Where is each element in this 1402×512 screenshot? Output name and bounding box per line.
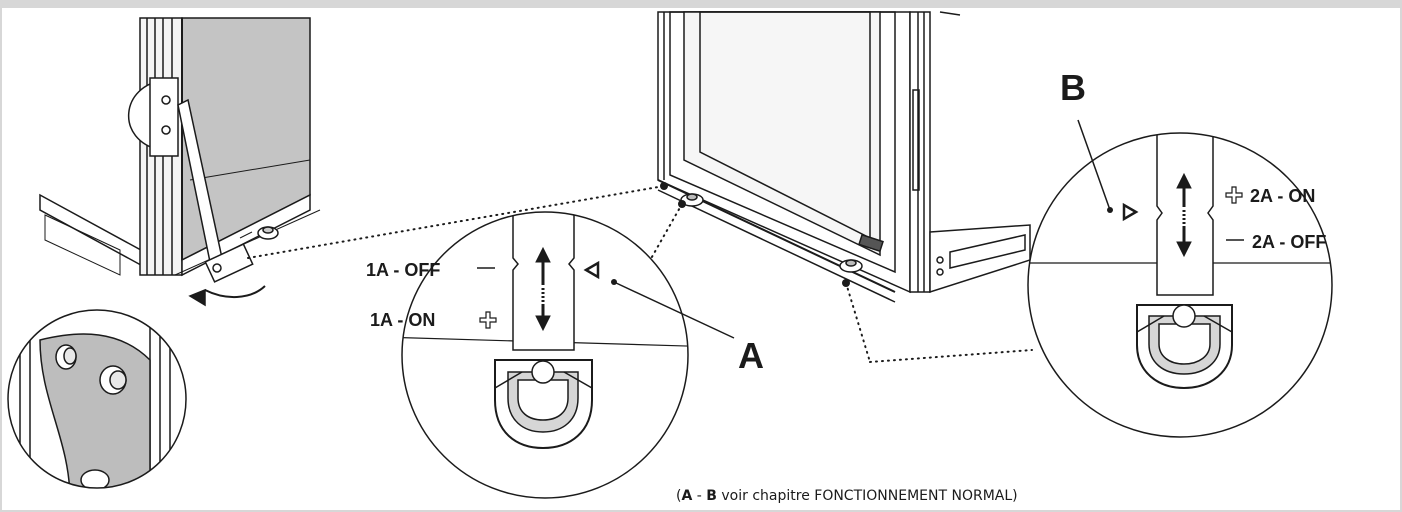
callout-a-label: A [738,335,764,376]
label-1a-off: 1A - OFF [366,260,440,280]
caption-rest: voir chapitre FONCTIONNEMENT NORMAL) [717,488,1018,504]
caption: (A - B voir chapitre FONCTIONNEMENT NORM… [676,488,1018,504]
caption-a: A [681,488,692,504]
label-2a-off: 2A - OFF [1252,232,1326,252]
label-1a-on: 1A - ON [370,310,435,330]
center-oven-illustration [657,11,1031,303]
pointer-a [611,279,735,339]
label-2a-on: 2A - ON [1250,186,1315,206]
detail-circle-a [401,211,689,499]
pointer-b [1077,119,1113,213]
detail-circle-b [1027,132,1333,438]
caption-sep: - [692,488,706,504]
callout-b-label: B [1060,67,1086,108]
leader-dots [660,182,850,287]
caption-b: B [706,488,717,504]
caption-open: ( [676,488,681,504]
hinge-detail-circle [7,309,187,489]
left-oven-illustration [39,17,321,307]
dotted-leaders [247,185,1033,363]
